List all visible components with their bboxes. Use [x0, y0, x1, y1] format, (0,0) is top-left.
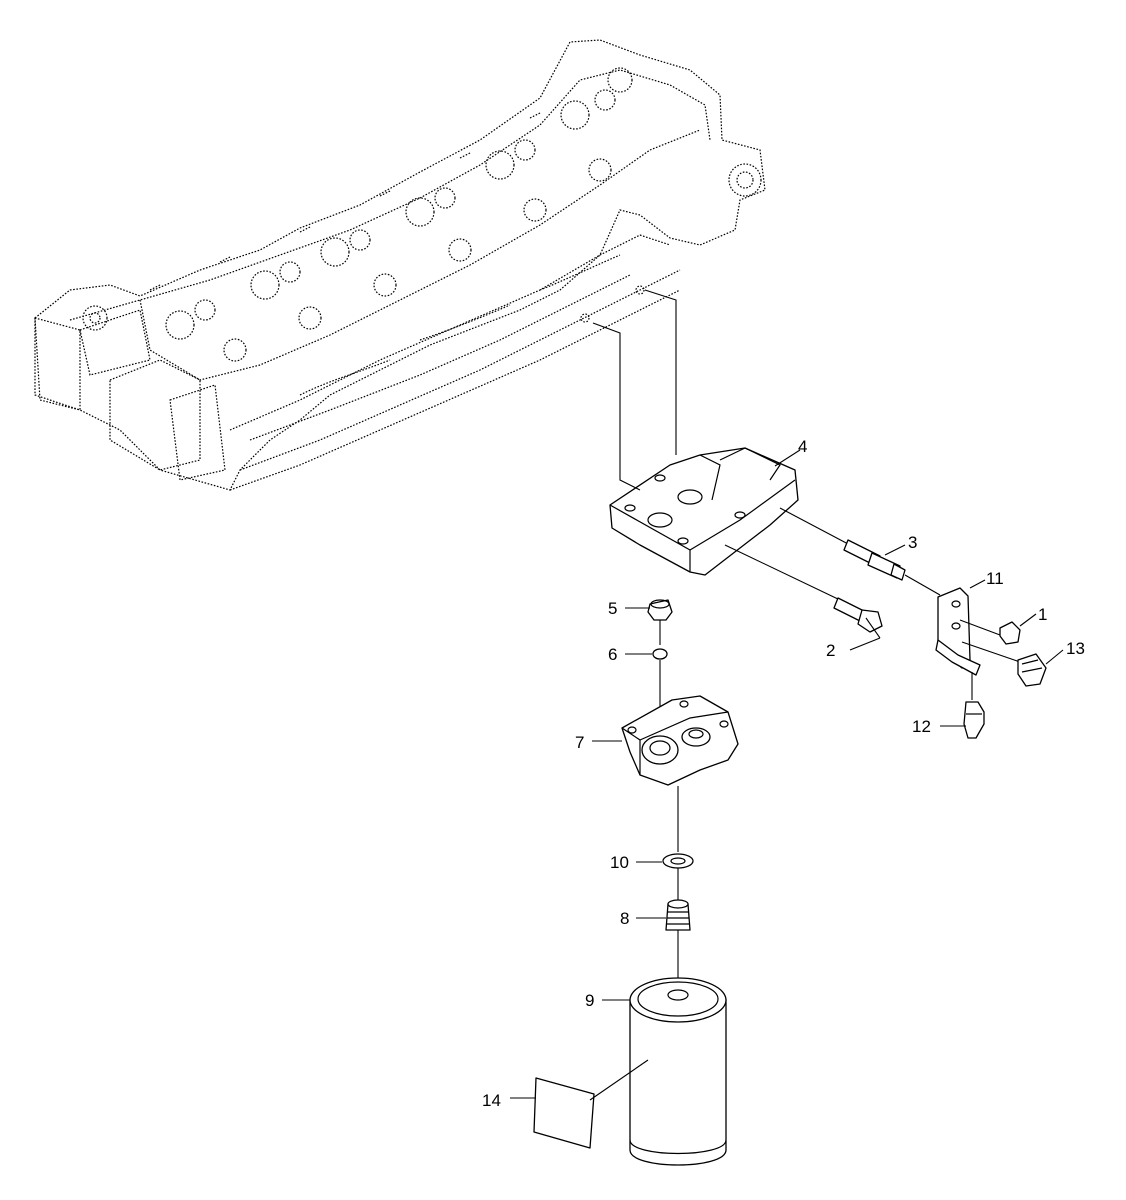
filter-head [621, 695, 739, 786]
callout-7: 7 [575, 733, 584, 752]
wire-connector [963, 701, 985, 739]
callout-2: 2 [826, 641, 835, 660]
bracket-alignment-line [644, 289, 677, 455]
callout-9: 9 [585, 991, 594, 1010]
callout-13: 13 [1066, 639, 1085, 658]
callout-14: 14 [482, 1091, 501, 1110]
cylinder-head-illustration [34, 39, 766, 491]
filter-mounting-bracket [609, 447, 799, 576]
callout-1: 1 [1038, 605, 1047, 624]
callout-11: 11 [986, 569, 1004, 588]
pressure-sensor [1017, 653, 1047, 687]
caution-label [533, 1059, 649, 1149]
sealing-washer [662, 853, 694, 869]
drain-plug [647, 599, 673, 621]
callout-6: 6 [608, 645, 617, 664]
callout-4: 4 [798, 437, 807, 456]
sensor-bracket [935, 587, 1021, 700]
callout-5: 5 [608, 599, 617, 618]
hex-bolt [724, 544, 883, 633]
bracket-alignment-line [592, 322, 641, 491]
nut [999, 621, 1021, 645]
callout-10: 10 [610, 853, 629, 872]
callout-12: 12 [912, 717, 931, 736]
oil-filter-cartridge [629, 977, 727, 1166]
threaded-nipple [665, 899, 691, 931]
callout-3: 3 [908, 533, 917, 552]
stud-bolt [779, 507, 941, 596]
callout-8: 8 [620, 909, 629, 928]
callout-leaders [510, 449, 1064, 1099]
o-ring [652, 648, 668, 660]
